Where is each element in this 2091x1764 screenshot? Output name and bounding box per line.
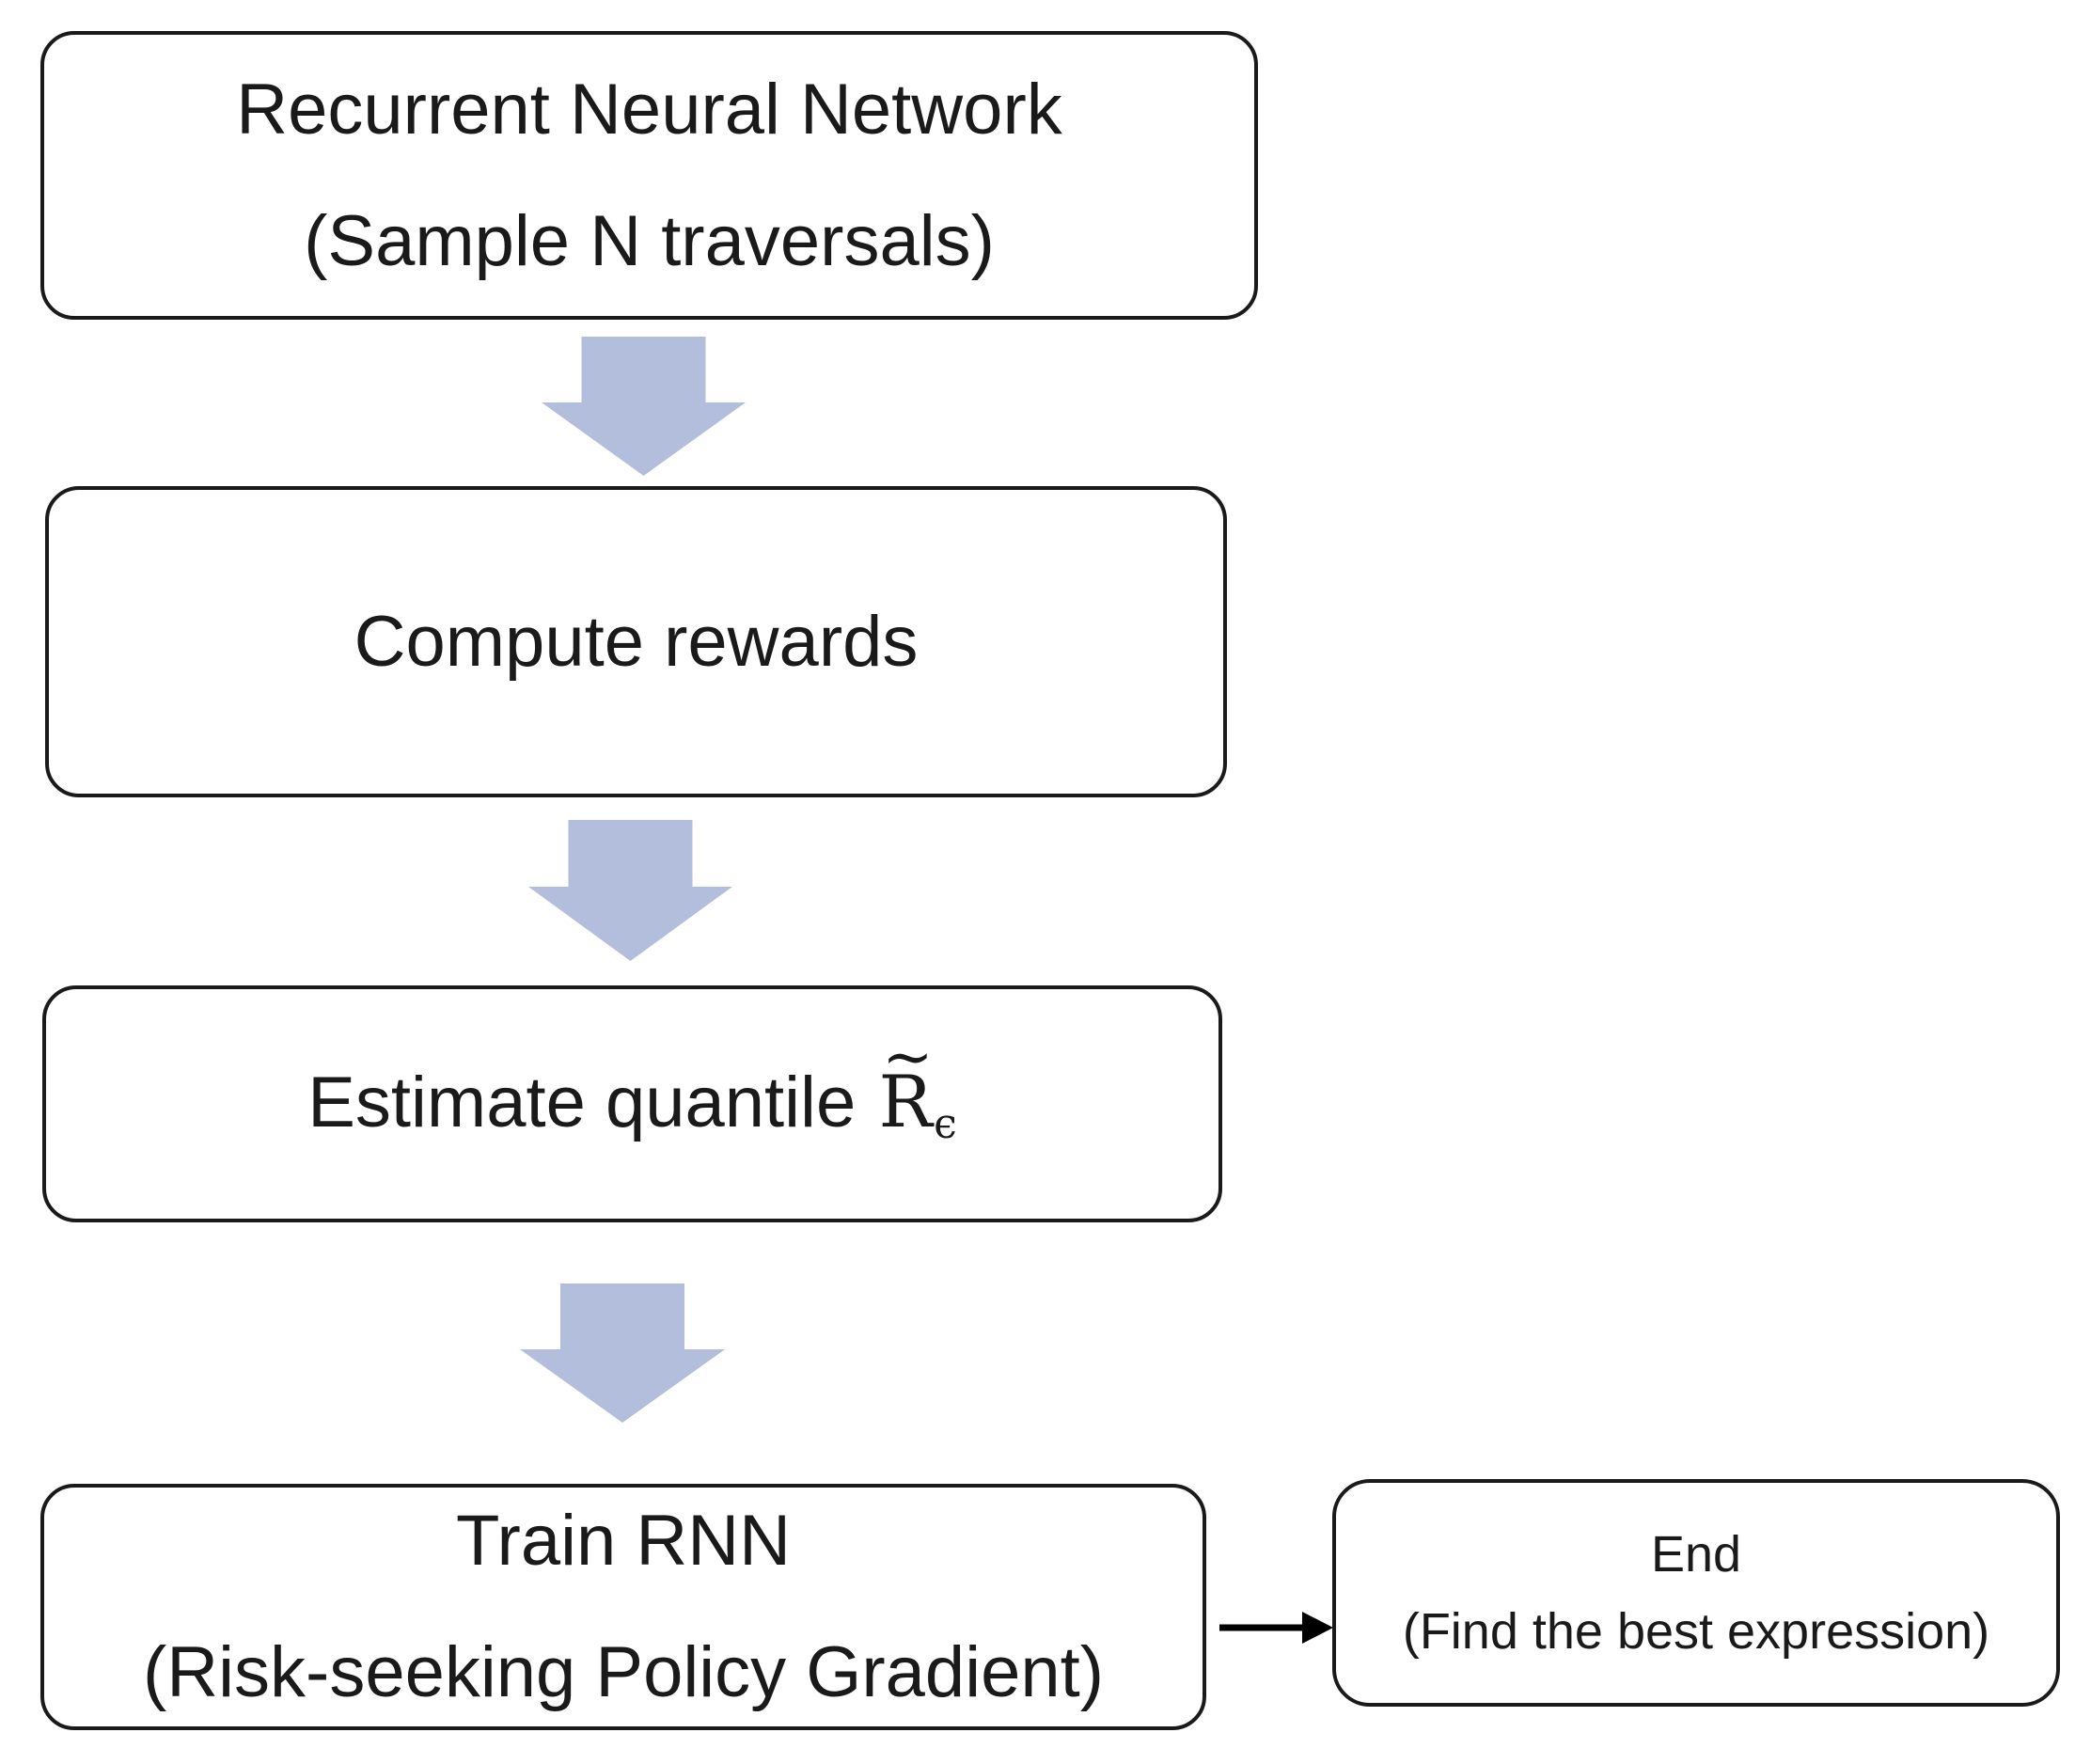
train-rnn-box: Train RNN (Risk-seeking Policy Gradient) [40,1484,1206,1730]
symbol-r: R [878,1059,933,1143]
compute-rewards-box: Compute rewards [45,486,1227,797]
train-rnn-line1: Train RNN [455,1501,792,1581]
end-box: End (Find the best expression) [1332,1479,2060,1707]
right-arrow-icon [1219,1612,1333,1644]
down-arrow-icon [528,820,732,961]
estimate-quantile-text: Estimate quantile [307,1062,857,1142]
r-tilde-epsilon-symbol: R~ϵ [878,1022,957,1149]
down-arrow-icon [542,337,746,476]
end-line2: (Find the best expression) [1402,1603,1990,1660]
down-arrow-icon [520,1284,725,1423]
compute-rewards-label: Compute rewards [354,602,919,682]
estimate-quantile-label: Estimate quantile R~ϵ [307,1022,957,1149]
end-line1: End [1650,1526,1742,1583]
epsilon-subscript: ϵ [934,1100,957,1149]
estimate-quantile-box: Estimate quantile R~ϵ [42,985,1222,1222]
tilde-accent: ~ [882,1021,934,1093]
train-rnn-line2: (Risk-seeking Policy Gradient) [142,1632,1105,1712]
rnn-box-line2: (Sample N traversals) [304,200,995,281]
rnn-sample-box: Recurrent Neural Network (Sample N trave… [40,31,1258,320]
rnn-box-line1: Recurrent Neural Network [236,69,1062,150]
